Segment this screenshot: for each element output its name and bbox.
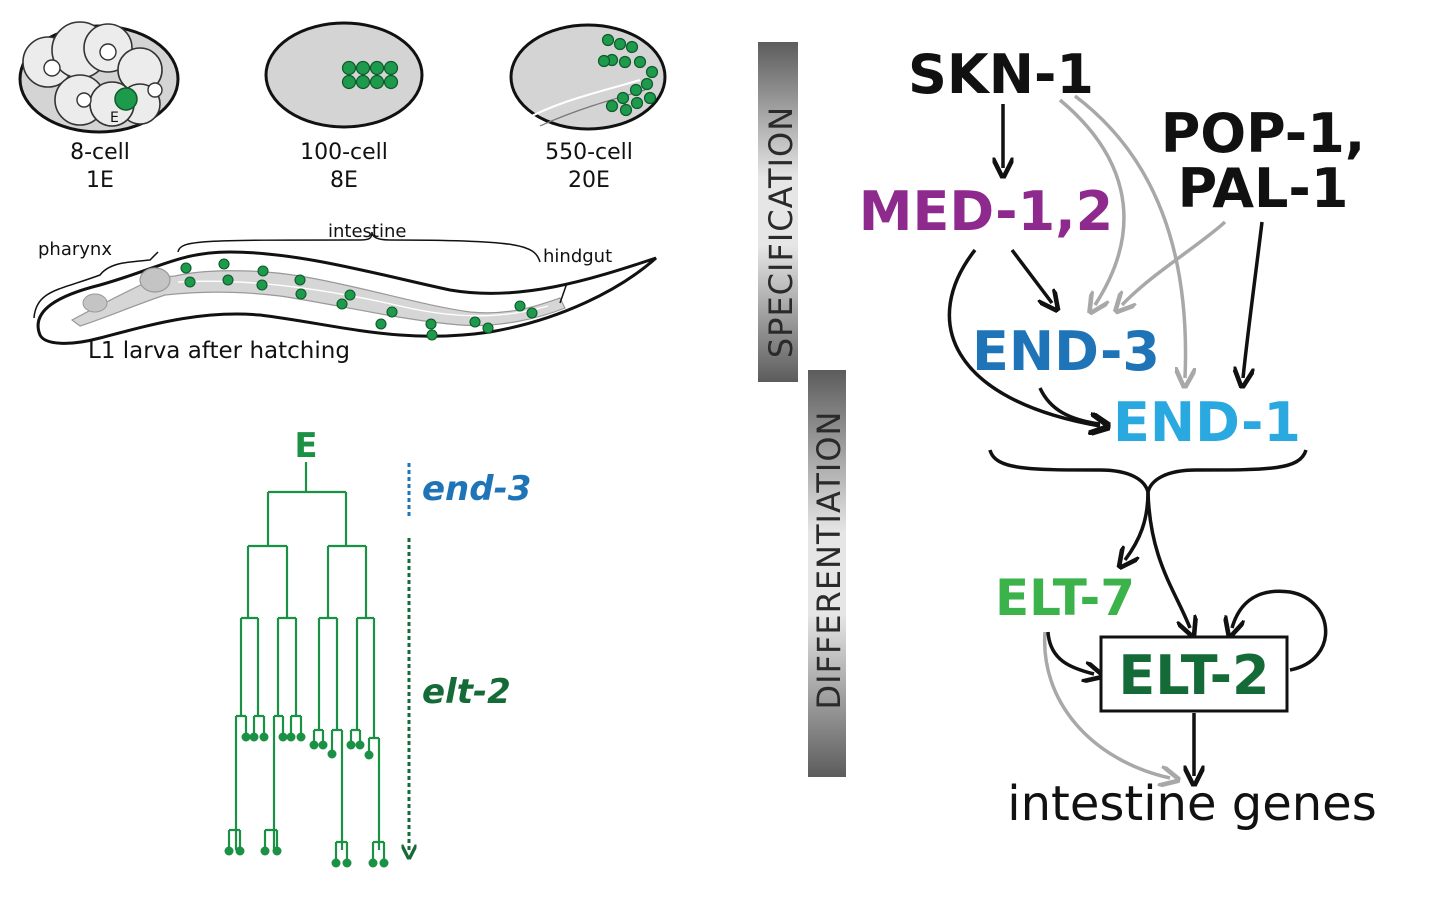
intestine-genes-label: intestine genes xyxy=(1007,776,1376,832)
lineage-end3-label: end-3 xyxy=(422,469,531,509)
gene-med: MED-1,2 xyxy=(859,180,1114,243)
phase-specification: SPECIFICATION xyxy=(762,106,800,358)
label-intestine: intestine xyxy=(328,221,406,242)
label-pharynx: pharynx xyxy=(38,239,112,260)
embryo-550-cell xyxy=(509,23,667,131)
gene-end3: END-3 xyxy=(972,320,1160,383)
e-cell xyxy=(114,87,138,111)
gene-elt7: ELT-7 xyxy=(995,569,1135,627)
gene-pop1: POP-1, xyxy=(1161,102,1366,165)
gene-pal1: PAL-1 xyxy=(1178,157,1349,220)
gene-elt2: ELT-2 xyxy=(1118,644,1269,707)
black-regulatory-arrows xyxy=(947,104,1328,776)
embryo-100-cell-count: 8E xyxy=(330,168,358,193)
e-cell-label: E xyxy=(110,110,119,126)
label-hindgut: hindgut xyxy=(543,246,612,267)
embryo-8-cell-count: 1E xyxy=(86,168,114,193)
e-lineage-tree xyxy=(227,462,386,862)
lineage-terminal-cells xyxy=(224,732,389,868)
embryo-550-cell-count: 20E xyxy=(568,168,610,193)
gene-skn1: SKN-1 xyxy=(908,43,1094,106)
l1-larva xyxy=(33,231,657,345)
embryo-8-cell-stage: 8-cell xyxy=(70,140,130,165)
phase-differentiation: DIFFERENTIATION xyxy=(810,411,848,710)
embryo-100-cell xyxy=(264,21,424,129)
gene-end1: END-1 xyxy=(1113,391,1301,454)
embryo-8-cell: E xyxy=(18,21,180,134)
gray-regulatory-arrows xyxy=(1042,94,1227,778)
embryo-100-cell-stage: 100-cell xyxy=(300,140,388,165)
elt2-box xyxy=(1099,635,1289,713)
lineage-elt2-label: elt-2 xyxy=(422,672,511,712)
lineage-root-label: E xyxy=(294,426,317,466)
embryo-550-cell-stage: 550-cell xyxy=(545,140,633,165)
larva-caption: L1 larva after hatching xyxy=(88,338,350,364)
converge-brace xyxy=(988,449,1308,493)
